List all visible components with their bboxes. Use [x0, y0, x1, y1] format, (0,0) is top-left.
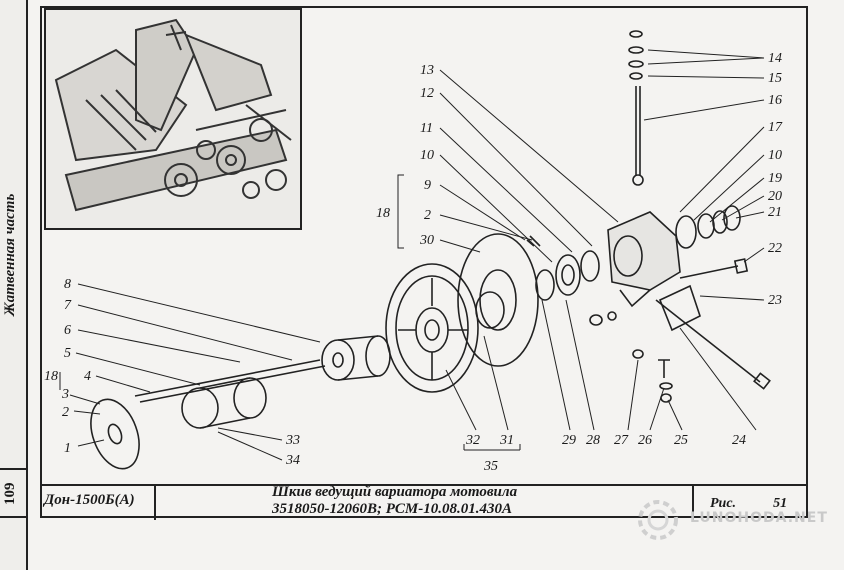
callout-14: 14 — [768, 51, 782, 66]
part-16-rod — [628, 30, 644, 186]
callout-12: 12 — [420, 86, 434, 101]
callout-1: 1 — [64, 441, 71, 456]
caption-line-2: 3518050-12060В; РСМ-10.08.01.430А — [272, 501, 512, 517]
watermark-gear-icon — [638, 500, 678, 540]
callout-9: 9 — [424, 178, 431, 193]
left-margin-strip — [0, 0, 28, 570]
caption-line-1: Шкив ведущий вариатора мотовила — [272, 484, 518, 500]
callout-31: 31 — [499, 433, 514, 448]
callout-27: 27 — [614, 433, 629, 448]
callout-18-right: 18 — [376, 206, 390, 221]
part-32-spoked-pulley — [385, 263, 479, 393]
figure-prefix: Рис. — [710, 496, 737, 511]
callout-16: 16 — [768, 93, 782, 108]
callout-18-left: 18 — [44, 369, 58, 384]
callout-13: 13 — [420, 63, 434, 78]
callout-7: 7 — [64, 298, 72, 313]
callout-24: 24 — [732, 433, 746, 448]
callout-10-right: 10 — [768, 148, 782, 163]
callout-10-left: 10 — [420, 148, 434, 163]
page-number-box — [0, 468, 28, 518]
callout-19: 19 — [768, 171, 782, 186]
callout-4: 4 — [84, 369, 91, 384]
part-bearing-housing-33 — [181, 377, 267, 429]
part-30-variator-disc — [457, 233, 539, 367]
watermark-text: LUNOHODA.NET — [690, 510, 828, 526]
part-seal-rings — [675, 205, 741, 249]
callout-29: 29 — [562, 433, 576, 448]
part-shaft — [134, 359, 321, 397]
callout-6: 6 — [64, 323, 71, 338]
callout-21: 21 — [768, 205, 782, 220]
leader-lines — [59, 49, 765, 461]
model-name: Дон-1500Б(А) — [44, 492, 135, 508]
callout-labels: 1 2 3 4 18 5 6 7 8 33 34 9 2 18 30 10 11… — [44, 51, 783, 474]
part-1-pulley-disc — [90, 398, 140, 470]
part-22-bolt — [679, 265, 739, 279]
callout-33: 33 — [285, 433, 300, 448]
callout-35: 35 — [483, 459, 498, 474]
callout-11: 11 — [420, 121, 433, 136]
callout-3: 3 — [61, 387, 69, 402]
drawing-frame — [40, 6, 808, 518]
callout-23: 23 — [768, 293, 782, 308]
callout-28: 28 — [586, 433, 600, 448]
title-block-divider — [692, 484, 694, 520]
callout-20: 20 — [768, 189, 782, 204]
callout-2: 2 — [62, 405, 69, 420]
part-23-bracket — [658, 284, 701, 332]
callout-5: 5 — [64, 346, 71, 361]
callout-22: 22 — [768, 241, 782, 256]
figure-number: 51 — [773, 496, 788, 511]
part-17-housing — [607, 211, 681, 308]
callout-2-right: 2 — [424, 208, 431, 223]
callout-26: 26 — [638, 433, 652, 448]
callout-30: 30 — [419, 233, 434, 248]
figure-label: Рис. 51 — [710, 496, 787, 512]
combine-header-inset — [44, 8, 302, 230]
callout-32: 32 — [465, 433, 480, 448]
callout-8: 8 — [64, 277, 71, 292]
part-24-long-bolt — [655, 299, 761, 383]
title-block-divider — [154, 484, 156, 520]
combine-header-illustration — [54, 18, 292, 212]
callout-34: 34 — [285, 453, 300, 468]
callout-25: 25 — [674, 433, 688, 448]
callout-15: 15 — [768, 71, 782, 86]
title-block — [40, 484, 808, 520]
part-bearing-stack — [535, 250, 600, 301]
part-hub-8 — [321, 335, 391, 381]
callout-17: 17 — [768, 120, 783, 135]
